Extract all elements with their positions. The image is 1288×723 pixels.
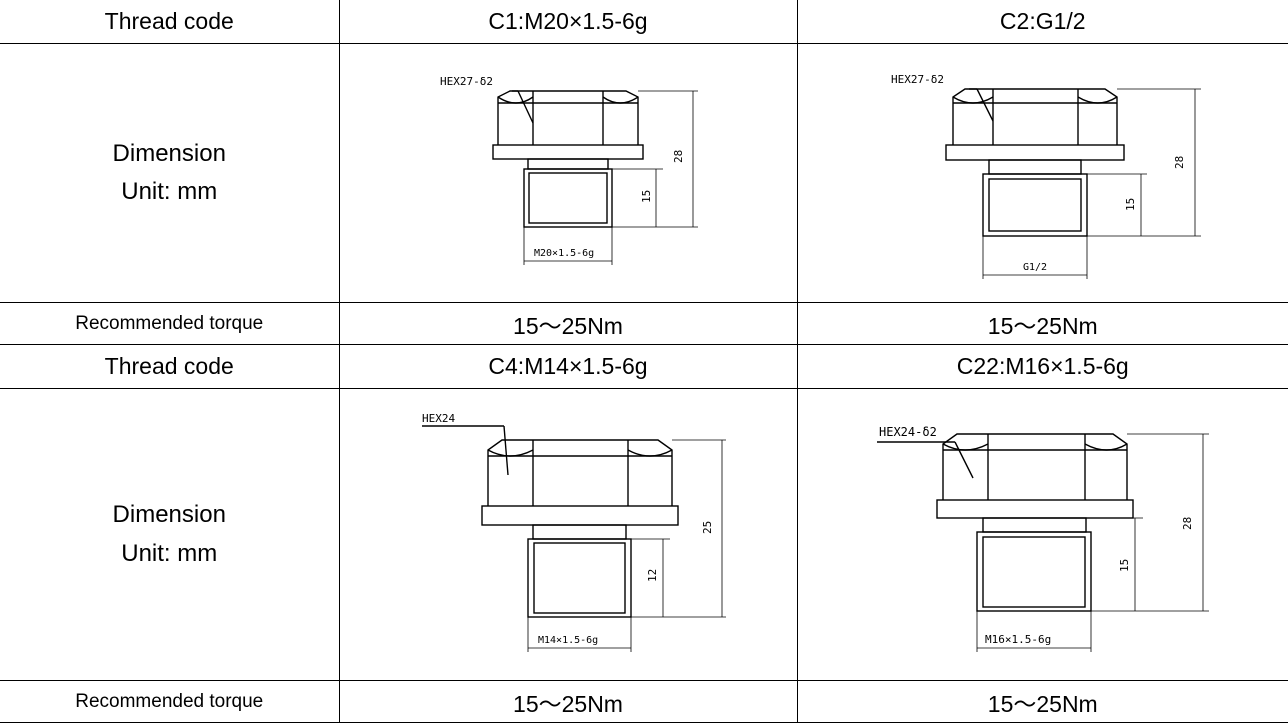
dimension-label-cell: Dimension Unit: mm (0, 388, 340, 681)
torque-label: Recommended torque (0, 680, 340, 723)
hex-annotation-c2: HEX27-δ2 (891, 73, 944, 86)
unit-label: Unit: mm (121, 539, 218, 567)
table-row: Thread code C4:M14×1.5-6g C22:M16×1.5-6g (0, 344, 1288, 389)
dimension-label: Dimension (112, 501, 226, 529)
thread-code-label: Thread code (0, 344, 340, 389)
table-row: Thread code C1:M20×1.5-6g C2:G1/2 (0, 0, 1288, 44)
unit-label: Unit: mm (121, 178, 218, 205)
torque-label: Recommended torque (0, 302, 340, 345)
torque-value-c4: 15～25Nm (338, 680, 798, 723)
drawing-cell-c2: HEX27-δ2 28 15 G1/2 (796, 43, 1288, 303)
torque-value-c2: 15～25Nm (796, 302, 1288, 345)
thread-code-c4: C4:M14×1.5-6g (338, 344, 798, 389)
dimension-label-cell: Dimension Unit: mm (0, 43, 340, 303)
thread-annotation-c2: G1/2 (1023, 262, 1047, 273)
drawing-cell-c4: HEX24 25 12 M14×1.5-6g (338, 388, 798, 681)
plug-drawing-c4: HEX24 25 12 M14×1.5-6g (422, 412, 726, 652)
thread-code-label: Thread code (0, 0, 340, 44)
table-row: Dimension Unit: mm (0, 388, 1288, 681)
table-row: Dimension Unit: mm (0, 43, 1288, 303)
thread-length-dim-c2: 15 (1124, 198, 1137, 211)
plug-drawing-c1: HEX27-δ2 28 15 M20×1.5-6g (440, 75, 698, 265)
thread-length-dim-c4: 12 (646, 568, 659, 581)
torque-value-c1: 15～25Nm (338, 302, 798, 345)
torque-value-c22: 15～25Nm (796, 680, 1288, 723)
hex-annotation-c22: HEX24-δ2 (879, 425, 937, 439)
height-dim-c2: 28 (1173, 156, 1186, 169)
thread-annotation-c1: M20×1.5-6g (534, 248, 594, 259)
drawing-cell-c22: HEX24-δ2 28 15 M16×1.5-6g (796, 388, 1288, 681)
table-row: Recommended torque 15～25Nm 15～25Nm (0, 302, 1288, 345)
thread-annotation-c22: M16×1.5-6g (985, 633, 1051, 646)
dimension-label: Dimension (112, 139, 226, 167)
drawing-cell-c1: HEX27-δ2 28 15 M20×1.5-6g (338, 43, 798, 303)
hex-annotation-c1: HEX27-δ2 (440, 75, 493, 88)
thread-length-dim-c1: 15 (640, 190, 653, 203)
table-row: Recommended torque 15～25Nm 15～25Nm (0, 680, 1288, 723)
thread-code-c22: C22:M16×1.5-6g (796, 344, 1288, 389)
thread-annotation-c4: M14×1.5-6g (538, 635, 598, 646)
height-dim-c4: 25 (701, 520, 714, 533)
hex-annotation-c4: HEX24 (422, 412, 455, 425)
thread-code-c2: C2:G1/2 (796, 0, 1288, 44)
plug-drawing-c2: HEX27-δ2 28 15 G1/2 (891, 73, 1201, 279)
thread-code-c1: C1:M20×1.5-6g (338, 0, 798, 44)
plug-drawing-c22: HEX24-δ2 28 15 M16×1.5-6g (876, 425, 1209, 652)
thread-length-dim-c22: 15 (1118, 558, 1131, 571)
height-dim-c1: 28 (672, 150, 685, 163)
height-dim-c22: 28 (1181, 516, 1194, 529)
